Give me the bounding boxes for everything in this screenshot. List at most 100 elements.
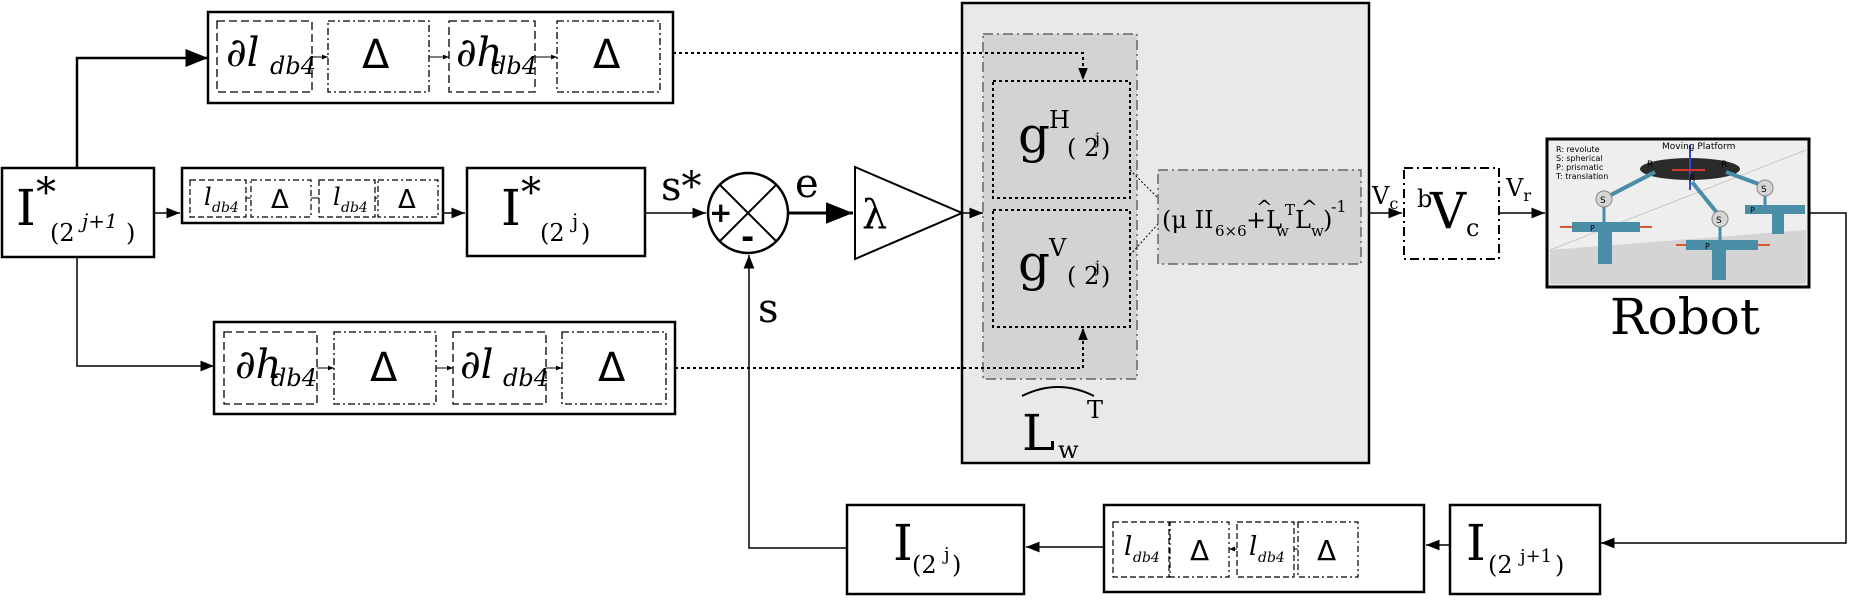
svg-text:*: *	[36, 170, 56, 216]
svg-text:w: w	[1058, 436, 1079, 464]
svg-text:P: P	[1705, 242, 1710, 251]
mid-chain-l1-label: l	[204, 183, 212, 211]
svg-text:): )	[1323, 206, 1332, 234]
svg-text:): )	[1101, 134, 1110, 162]
source-to-top-chain-arrow	[75, 49, 208, 168]
feedback-chain-delta-2	[1297, 521, 1359, 578]
mid-chain-delta-2	[377, 179, 439, 218]
s-star-label: s*	[661, 164, 702, 210]
feedback-output-block	[845, 503, 1026, 596]
top-chain-delta-1-label: Δ	[362, 32, 390, 78]
feedback-chain-l-block-1	[1112, 521, 1170, 578]
top-chain-dl-block	[216, 20, 313, 93]
inverse-label: (μ II 6×6 +L w T L w ) -1 ^ ^	[1162, 195, 1347, 240]
gV-label: g V ( 2 j )	[1018, 234, 1110, 292]
svg-text:j+1: j+1	[1518, 546, 1552, 567]
svg-text:): )	[952, 551, 961, 579]
top-chain-delta-1	[327, 20, 430, 93]
bottom-chain-delta-1-label: Δ	[370, 345, 398, 391]
feedback-chain-delta-2-label: Δ	[1317, 534, 1336, 567]
svg-text:T: T	[1087, 396, 1103, 424]
top-chain-delta-2	[556, 20, 661, 93]
velocity-transform-label: b V c	[1417, 182, 1479, 242]
top-chain-delta-2-label: Δ	[593, 32, 621, 78]
svg-text:(μ II: (μ II	[1162, 206, 1214, 234]
gH-label: g H ( 2 j )	[1018, 106, 1110, 164]
mid-image-label: I * (2 j )	[501, 170, 590, 247]
svg-text:): )	[1101, 262, 1110, 290]
svg-text:P: prismatic: P: prismatic	[1556, 163, 1603, 172]
svg-text:*: *	[521, 170, 541, 216]
svg-text:S: S	[1761, 185, 1767, 195]
svg-text:db4: db4	[491, 52, 537, 80]
summer-minus: -	[741, 218, 754, 256]
svg-text:+L: +L	[1246, 206, 1282, 234]
bottom-chain-dh-label: ∂h	[235, 342, 281, 388]
svg-text:P: P	[1590, 224, 1595, 233]
source-to-bottom-chain-arrow	[76, 257, 214, 372]
svg-text:db4: db4	[1258, 550, 1285, 566]
bottom-chain-delta-2-label: Δ	[598, 345, 626, 391]
robot-feedback-line	[1601, 212, 1847, 549]
error-label: e	[795, 161, 819, 207]
svg-text:Moving Platform: Moving Platform	[1662, 142, 1735, 152]
svg-text:j: j	[570, 209, 578, 233]
svg-text:I: I	[1466, 514, 1486, 572]
svg-text:S: spherical: S: spherical	[1556, 154, 1603, 163]
svg-text:j: j	[1093, 129, 1100, 148]
mid-chain-l2-label: l	[333, 183, 341, 211]
mid-chain-l-block-1	[189, 179, 247, 218]
svg-text:6×6: 6×6	[1215, 222, 1247, 240]
svg-text:db4: db4	[1133, 550, 1160, 566]
bottom-chain-dh-block	[223, 331, 318, 405]
svg-text:L: L	[1022, 404, 1055, 462]
feedback-chain-delta-1-label: Δ	[1190, 534, 1209, 567]
top-chain-to-gH-line	[673, 52, 1088, 80]
svg-text:w: w	[1311, 222, 1324, 240]
feedback-chain-l-block-2	[1236, 521, 1295, 578]
s-feedback-arrow	[743, 255, 847, 549]
source-image-label: I * (2 j+1 )	[16, 170, 135, 247]
svg-text:S: S	[1716, 216, 1722, 226]
svg-text:): )	[581, 219, 590, 247]
mid-chain-l-block-2	[318, 179, 376, 218]
robot-image: Moving Platform R: revolute S: spherical…	[1545, 137, 1811, 289]
gV-block	[992, 209, 1131, 328]
svg-text:): )	[1555, 551, 1564, 579]
svg-text:(2: (2	[50, 219, 75, 247]
svg-text:R: R	[1689, 174, 1695, 184]
svg-text:T: T	[1285, 201, 1295, 219]
feedback-image-label: I (2 j+1 )	[1466, 514, 1564, 579]
svg-text:(2: (2	[912, 551, 937, 579]
svg-text:w: w	[1276, 222, 1289, 240]
svg-text:-1: -1	[1331, 197, 1347, 216]
svg-text:( 2: ( 2	[1067, 262, 1099, 290]
svg-text:g: g	[1018, 106, 1050, 164]
feedback-image-block	[1448, 503, 1602, 596]
vc-label: Vc	[1371, 182, 1398, 213]
svg-text:V: V	[1429, 182, 1467, 240]
svg-text:L: L	[1295, 206, 1311, 234]
inverse-block	[1157, 169, 1362, 265]
svg-text:I: I	[501, 179, 521, 237]
gain-label: λ	[862, 192, 887, 238]
svg-text:(2: (2	[1488, 551, 1513, 579]
feedback-chain-delta-1	[1169, 521, 1230, 578]
gain-block	[854, 165, 965, 261]
svg-text:R: R	[1721, 160, 1727, 170]
svg-text:): )	[126, 219, 135, 247]
robot-label: Robot	[1610, 288, 1760, 346]
error-summer: + -	[706, 171, 790, 256]
svg-text:db4: db4	[212, 200, 239, 216]
svg-text:db4: db4	[503, 364, 549, 392]
svg-text:( 2: ( 2	[1067, 134, 1099, 162]
bottom-chain-to-gV-line	[675, 328, 1088, 369]
mid-chain-delta-1-label: Δ	[271, 185, 289, 215]
gH-block	[992, 80, 1131, 199]
gV-to-inverse-line	[1129, 223, 1159, 256]
svg-text:H: H	[1049, 106, 1070, 134]
feedback-chain-l1-label: l	[1124, 532, 1132, 562]
feedback-chain-l2-label: l	[1249, 532, 1257, 562]
svg-text:db4: db4	[341, 200, 368, 216]
svg-text:j+1: j+1	[78, 209, 118, 233]
